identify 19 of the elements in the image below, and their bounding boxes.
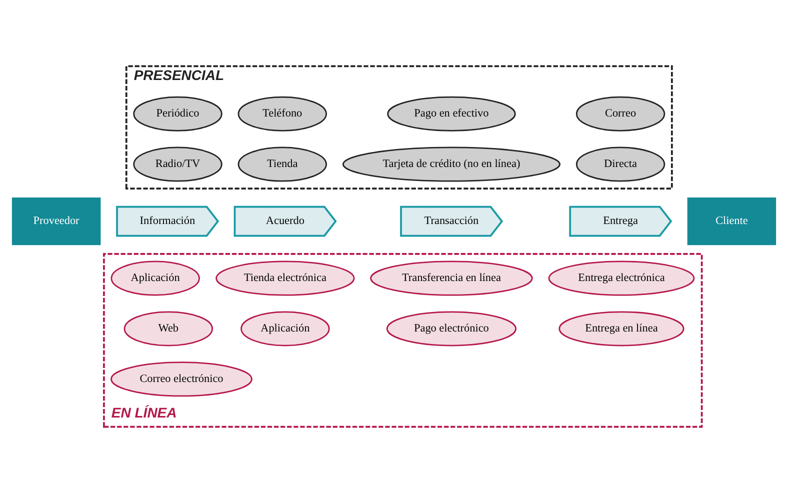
- node-ellipse: Directa: [576, 146, 666, 182]
- node-ellipse: Tarjeta de crédito (no en línea): [342, 146, 560, 182]
- node-ellipse: Entrega en línea: [558, 311, 684, 346]
- node-ellipse: Entrega electrónica: [548, 260, 695, 296]
- node-ellipse: Transferencia en línea: [370, 260, 533, 296]
- node-ellipse: Aplicación: [240, 311, 330, 346]
- node-ellipse: Tienda electrónica: [216, 260, 355, 296]
- node-ellipse: Aplicación: [110, 260, 200, 296]
- node-ellipse: Pago en efectivo: [387, 96, 516, 132]
- node-ellipse: Teléfono: [238, 96, 327, 132]
- node-ellipse: Periódico: [133, 96, 222, 132]
- node-ellipse: Radio/TV: [133, 146, 222, 182]
- node-ellipse: Web: [124, 311, 213, 346]
- node-ellipse: Correo electrónico: [110, 362, 252, 397]
- node-ellipse: Tienda: [238, 146, 327, 182]
- node-box: Cliente: [687, 197, 776, 246]
- node-box: Proveedor: [12, 197, 101, 246]
- node-ellipse: Pago electrónico: [386, 311, 516, 346]
- node-ellipse: Correo: [576, 96, 666, 132]
